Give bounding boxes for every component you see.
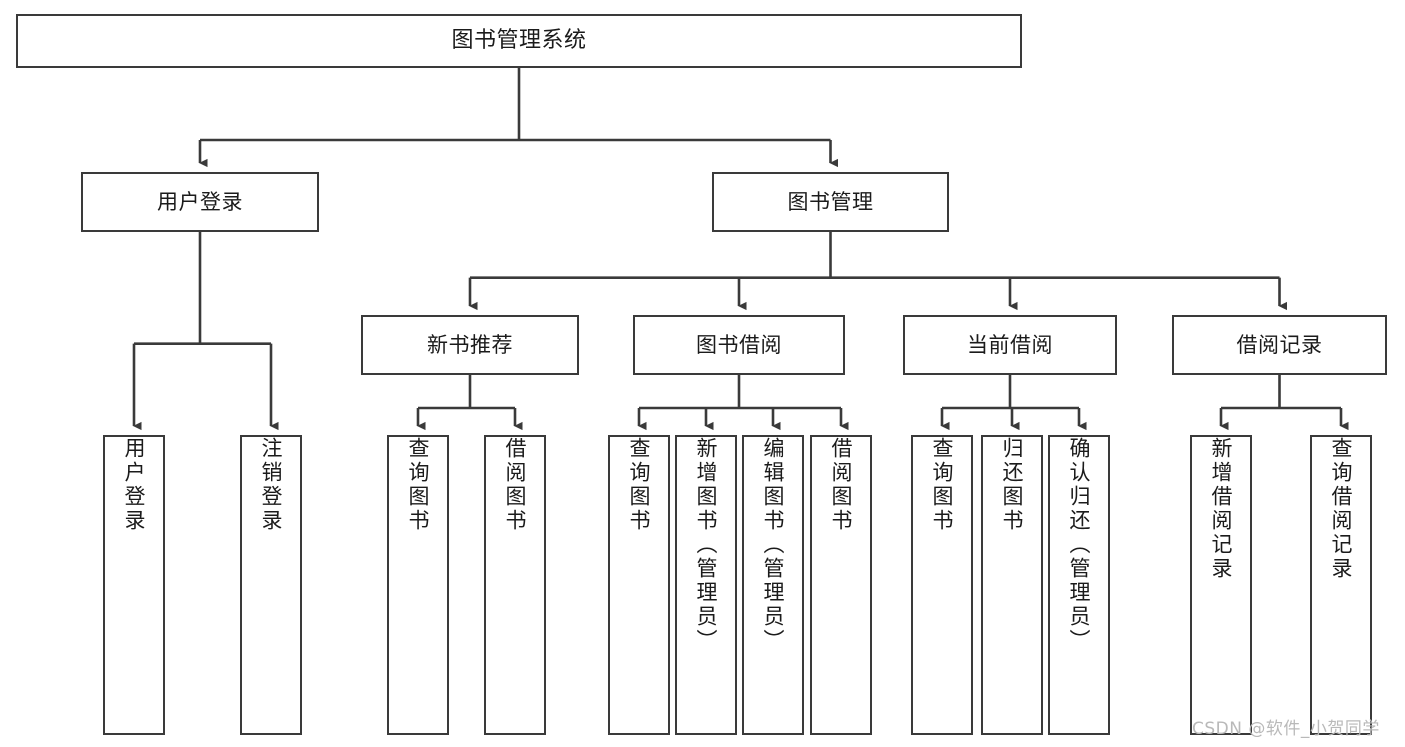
node-label-l-query1: 查询图书 xyxy=(406,437,431,533)
node-l-query3[interactable]: 查询图书 xyxy=(911,435,973,735)
node-l-addrec[interactable]: 新增借阅记录 xyxy=(1190,435,1252,735)
node-label-l-borrow1: 借阅图书 xyxy=(503,437,528,533)
node-label-l-confirm: 确认归还（管理员） xyxy=(1067,437,1092,653)
node-l-borrow2[interactable]: 借阅图书 xyxy=(810,435,872,735)
node-label-l-return: 归还图书 xyxy=(1000,437,1025,533)
node-l-borrow1[interactable]: 借阅图书 xyxy=(484,435,546,735)
node-l-editbook[interactable]: 编辑图书（管理员） xyxy=(742,435,804,735)
node-root[interactable]: 图书管理系统 xyxy=(16,14,1022,68)
node-newbook[interactable]: 新书推荐 xyxy=(361,315,579,375)
node-label-current: 当前借阅 xyxy=(967,332,1053,357)
node-l-query1[interactable]: 查询图书 xyxy=(387,435,449,735)
node-login[interactable]: 用户登录 xyxy=(81,172,319,232)
node-l-logout[interactable]: 注销登录 xyxy=(240,435,302,735)
node-label-l-queryrec: 查询借阅记录 xyxy=(1329,437,1354,581)
node-bookmgmt[interactable]: 图书管理 xyxy=(712,172,949,232)
node-label-l-query3: 查询图书 xyxy=(930,437,955,533)
node-label-l-addbook: 新增图书（管理员） xyxy=(694,437,719,653)
node-label-l-userlogin: 用户登录 xyxy=(122,437,147,533)
node-label-l-editbook: 编辑图书（管理员） xyxy=(761,437,786,653)
node-l-query2[interactable]: 查询图书 xyxy=(608,435,670,735)
node-l-queryrec[interactable]: 查询借阅记录 xyxy=(1310,435,1372,735)
node-l-confirm[interactable]: 确认归还（管理员） xyxy=(1048,435,1110,735)
node-label-l-logout: 注销登录 xyxy=(259,437,284,533)
node-borrow[interactable]: 图书借阅 xyxy=(633,315,845,375)
node-current[interactable]: 当前借阅 xyxy=(903,315,1117,375)
node-label-l-borrow2: 借阅图书 xyxy=(829,437,854,533)
node-label-records: 借阅记录 xyxy=(1236,332,1323,357)
node-l-return[interactable]: 归还图书 xyxy=(981,435,1043,735)
node-label-borrow: 图书借阅 xyxy=(696,332,782,357)
node-l-userlogin[interactable]: 用户登录 xyxy=(103,435,165,735)
node-label-newbook: 新书推荐 xyxy=(427,332,513,357)
node-label-l-query2: 查询图书 xyxy=(627,437,652,533)
node-label-l-addrec: 新增借阅记录 xyxy=(1209,437,1234,581)
node-label-login: 用户登录 xyxy=(157,189,243,214)
node-l-addbook[interactable]: 新增图书（管理员） xyxy=(675,435,737,735)
node-label-root: 图书管理系统 xyxy=(451,28,587,54)
node-label-bookmgmt: 图书管理 xyxy=(787,189,874,214)
node-records[interactable]: 借阅记录 xyxy=(1172,315,1387,375)
